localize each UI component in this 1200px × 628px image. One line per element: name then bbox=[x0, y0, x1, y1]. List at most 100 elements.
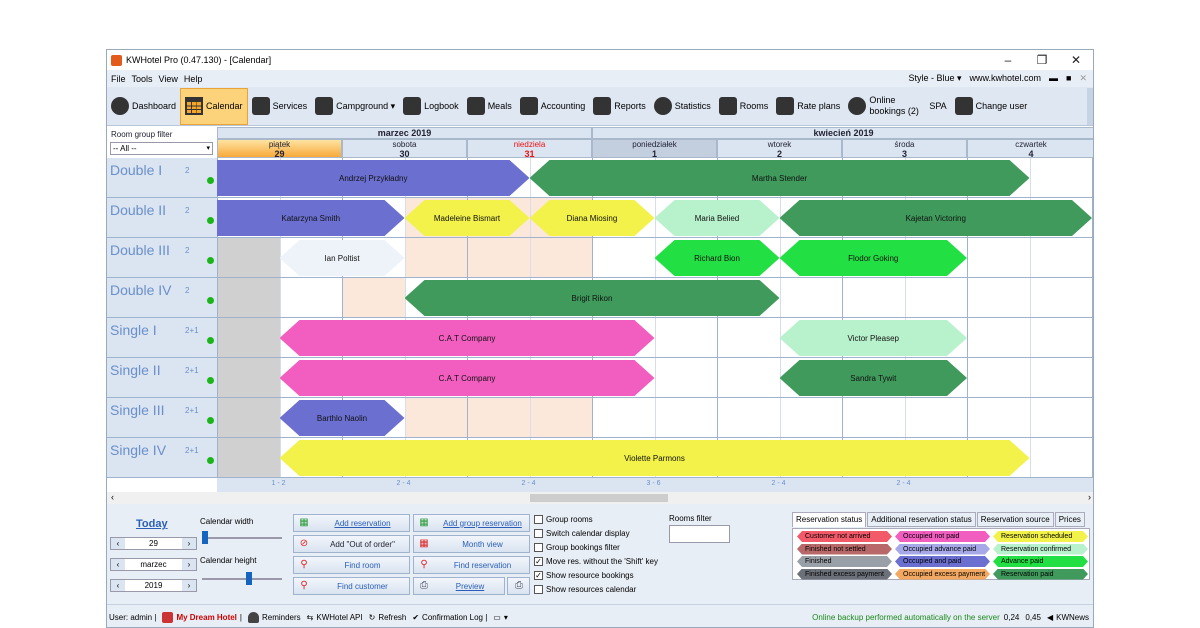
rooms-filter-input[interactable] bbox=[669, 525, 730, 543]
hotel-button[interactable]: My Dream Hotel| bbox=[162, 611, 242, 623]
scroll-right-icon[interactable]: › bbox=[1088, 492, 1091, 502]
prev-day-icon[interactable]: ‹ bbox=[111, 538, 125, 549]
find-customer-button[interactable]: ⚲Find customer bbox=[293, 577, 410, 595]
checkbox-box[interactable] bbox=[534, 515, 543, 524]
option-checkbox[interactable]: ✓Show resource bookings bbox=[534, 571, 634, 580]
toolbar-reports-button[interactable]: Reports bbox=[589, 88, 650, 125]
toolbar-statistics-button[interactable]: Statistics bbox=[650, 88, 715, 125]
api-button[interactable]: ⇆KWHotel API bbox=[307, 613, 363, 622]
monitor-dropdown[interactable]: ▭▾ bbox=[493, 613, 508, 622]
find-room-button[interactable]: ⚲Find room bbox=[293, 556, 410, 574]
preview-button[interactable]: ⎙Preview bbox=[413, 577, 505, 595]
slider-knob[interactable] bbox=[246, 572, 252, 585]
checkbox-box[interactable]: ✓ bbox=[534, 557, 543, 566]
toolbar-campground-button[interactable]: Campground ▾ bbox=[311, 88, 399, 125]
website-link[interactable]: www.kwhotel.com bbox=[969, 73, 1042, 83]
close-button[interactable]: ✕ bbox=[1070, 53, 1082, 67]
toolbar-online-button[interactable]: Online bookings (2) bbox=[844, 88, 925, 125]
option-checkbox[interactable]: Group rooms bbox=[534, 515, 593, 524]
confirmation-log-button[interactable]: ✔Confirmation Log | bbox=[412, 613, 487, 622]
checkbox-box[interactable] bbox=[534, 585, 543, 594]
month-view-button[interactable]: ▦Month view bbox=[413, 535, 530, 553]
menu-view[interactable]: View bbox=[158, 73, 178, 84]
toolbar-rooms-button[interactable]: Rooms bbox=[715, 88, 773, 125]
checkbox-box[interactable]: ✓ bbox=[534, 571, 543, 580]
next-year-icon[interactable]: › bbox=[182, 580, 196, 591]
reservation-bar[interactable]: Andrzej Przykładny bbox=[217, 160, 530, 196]
slider-knob[interactable] bbox=[202, 531, 208, 544]
reservation-bar[interactable]: Diana Miosing bbox=[530, 200, 655, 236]
checkbox-box[interactable] bbox=[534, 529, 543, 538]
menu-help[interactable]: Help bbox=[183, 73, 203, 84]
toolbar-overflow-scroll[interactable] bbox=[1087, 87, 1093, 125]
option-checkbox[interactable]: Group bookings filter bbox=[534, 543, 620, 552]
toolbar-dashboard-button[interactable]: Dashboard bbox=[107, 88, 180, 125]
reservation-bar[interactable]: Victor Pleasep bbox=[780, 320, 968, 356]
mdi-close-button[interactable]: ✕ bbox=[1079, 73, 1087, 83]
toolbar-meals-button[interactable]: Meals bbox=[463, 88, 516, 125]
status-tab[interactable]: Reservation source bbox=[976, 512, 1054, 527]
style-dropdown[interactable]: Style - Blue ▾ bbox=[908, 73, 962, 83]
day-spinner[interactable]: ‹29› bbox=[110, 537, 197, 550]
reservation-bar[interactable]: Madeleine Bismart bbox=[405, 200, 530, 236]
status-tab[interactable]: Additional reservation status bbox=[867, 512, 976, 527]
status-tab[interactable]: Prices bbox=[1054, 512, 1085, 527]
option-checkbox[interactable]: Switch calendar display bbox=[534, 529, 630, 538]
option-checkbox[interactable]: Show resources calendar bbox=[534, 585, 636, 594]
reservation-bar[interactable]: Violette Parmons bbox=[280, 440, 1030, 476]
prev-month-icon[interactable]: ‹ bbox=[111, 559, 125, 570]
checkbox-box[interactable] bbox=[534, 543, 543, 552]
reservation-bar[interactable]: Richard Bion bbox=[655, 240, 780, 276]
maximize-button[interactable]: ❐ bbox=[1036, 53, 1048, 67]
calendar-width-slider[interactable] bbox=[202, 531, 282, 544]
status-tab[interactable]: Reservation status bbox=[792, 512, 867, 527]
reservation-bar[interactable]: Flodor Goking bbox=[780, 240, 968, 276]
mdi-minimize-button[interactable]: ▬ bbox=[1049, 73, 1059, 83]
calendar-height-slider[interactable] bbox=[202, 572, 282, 585]
reservation-bar[interactable]: C.A.T Company bbox=[280, 320, 655, 356]
find-reservation-button[interactable]: ⚲Find reservation bbox=[413, 556, 530, 574]
toolbar-rateplans-button[interactable]: Rate plans bbox=[772, 88, 844, 125]
news-button[interactable]: ◀KWNews bbox=[1047, 613, 1089, 622]
reservation-bar[interactable]: Kajetan Victoring bbox=[780, 200, 1093, 236]
toolbar-services-button[interactable]: Services bbox=[248, 88, 312, 125]
add-group-reservation-button[interactable]: ▦Add group reservation bbox=[413, 514, 530, 532]
next-month-icon[interactable]: › bbox=[182, 559, 196, 570]
reservation-bar[interactable]: Katarzyna Smith bbox=[217, 200, 405, 236]
toolbar-calendar-button[interactable]: Calendar bbox=[180, 87, 248, 125]
toolbar-changeuser-button[interactable]: Change user bbox=[951, 88, 1032, 125]
scroll-left-icon[interactable]: ‹ bbox=[111, 492, 114, 502]
reminders-button[interactable]: Reminders bbox=[247, 611, 301, 623]
reservation-bar[interactable]: Brigit Rikon bbox=[405, 280, 780, 316]
option-checkbox[interactable]: ✓Move res. without the 'Shift' key bbox=[534, 557, 658, 566]
reservation-bar[interactable]: Ian Poltist bbox=[280, 240, 405, 276]
minimize-button[interactable]: – bbox=[1004, 53, 1012, 67]
print-button[interactable]: ⎙ bbox=[507, 577, 530, 595]
menu-tools[interactable]: Tools bbox=[131, 73, 153, 84]
reservation-bar[interactable]: C.A.T Company bbox=[280, 360, 655, 396]
horizontal-scrollbar[interactable]: ‹ › bbox=[107, 492, 1093, 504]
refresh-button[interactable]: ↻Refresh bbox=[369, 613, 407, 622]
reservation-bar[interactable]: Martha Stender bbox=[530, 160, 1030, 196]
today-link[interactable]: Today bbox=[136, 518, 168, 530]
scrollbar-thumb[interactable] bbox=[530, 494, 668, 502]
toolbar-spa-button[interactable]: SPA bbox=[925, 88, 950, 125]
add-out-of-order-button[interactable]: ⊘Add "Out of order" bbox=[293, 535, 410, 553]
month-spinner[interactable]: ‹marzec› bbox=[110, 558, 197, 571]
reservation-bar[interactable]: Sandra Tywit bbox=[780, 360, 968, 396]
next-day-icon[interactable]: › bbox=[182, 538, 196, 549]
mdi-restore-button[interactable]: ■ bbox=[1066, 73, 1072, 83]
